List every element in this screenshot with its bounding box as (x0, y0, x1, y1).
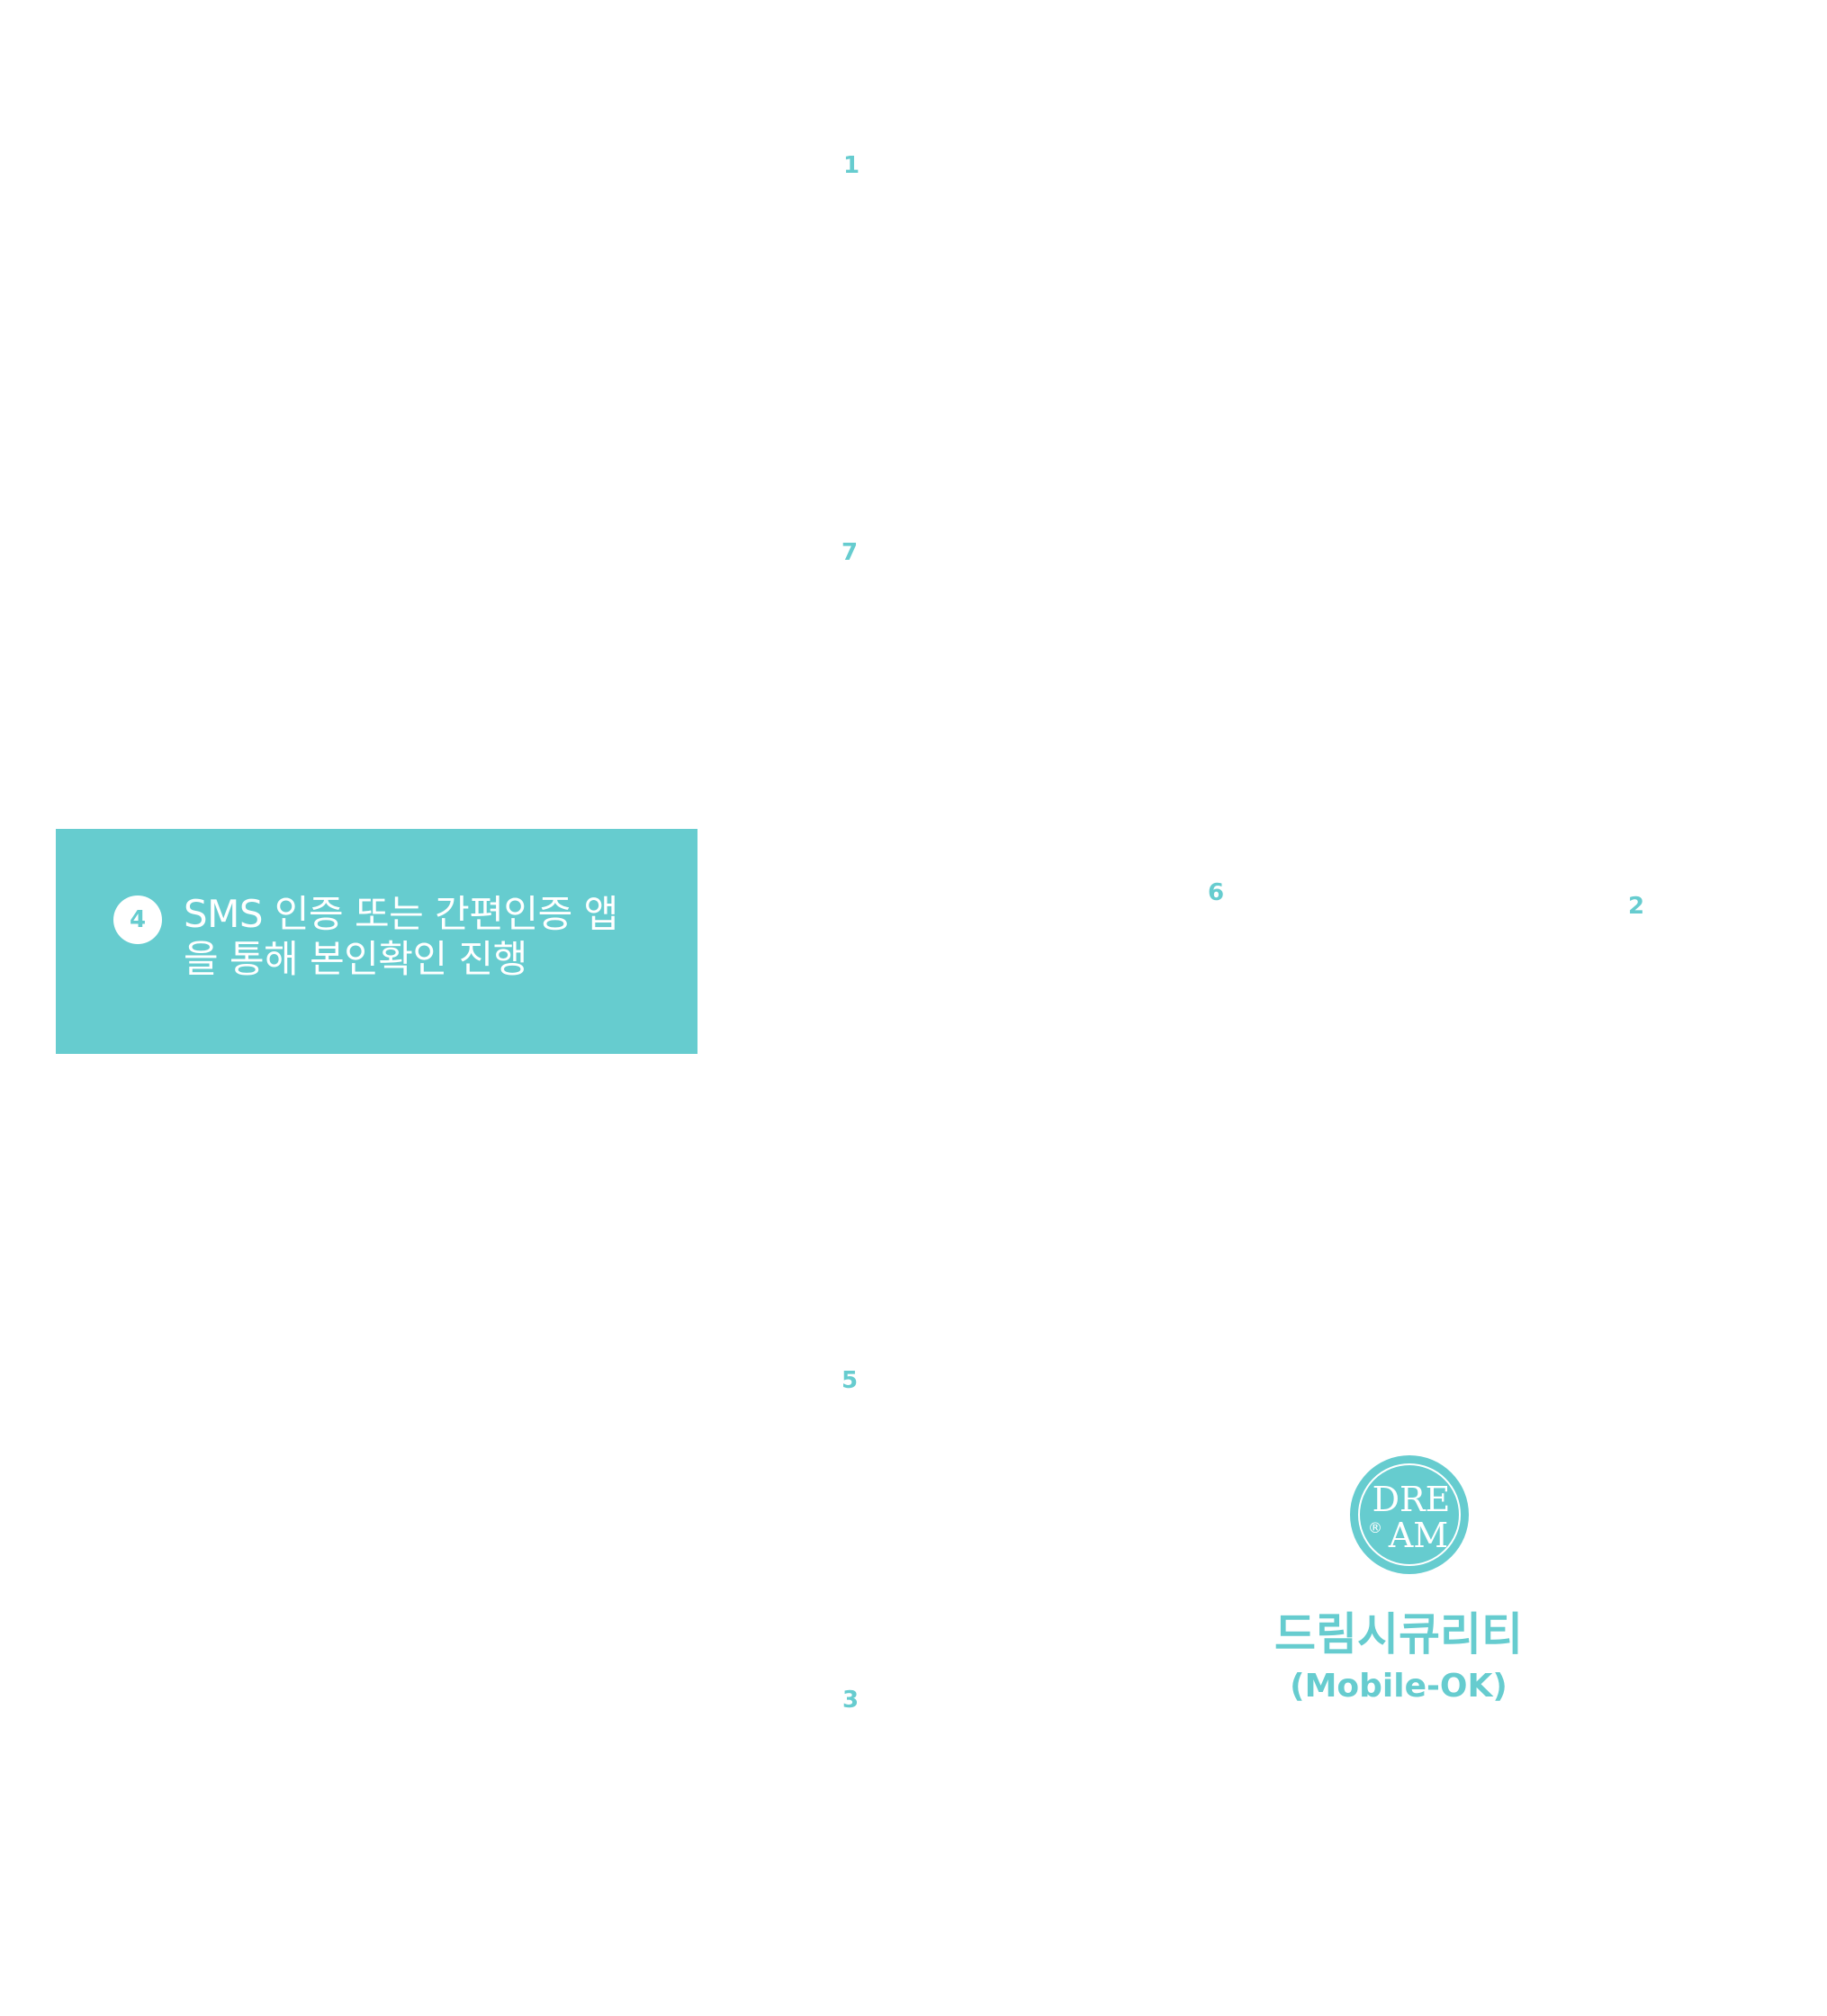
step-4-callout: 4 SMS 인증 또는 간편인증 앱 을 통해 본인확인 진행 (56, 829, 698, 1054)
step-badge-4: 4 (113, 896, 162, 944)
step-number-7: 7 (841, 539, 859, 566)
step-number-5: 5 (841, 1367, 859, 1394)
step-number-1: 1 (842, 152, 860, 179)
logo-registered-mark: ® (1368, 1519, 1382, 1536)
logo-circle (1350, 1455, 1469, 1574)
step-description: SMS 인증 또는 간편인증 앱 을 통해 본인확인 진행 (184, 892, 661, 982)
step-number-3: 3 (842, 1687, 860, 1714)
step-number-2: 2 (1627, 893, 1645, 920)
step-description-line-2: 을 통해 본인확인 진행 (184, 937, 527, 981)
dream-security-logo: DRE AM ® (1350, 1455, 1469, 1574)
logo-ring (1358, 1463, 1461, 1566)
brand-subtitle: (Mobile-OK) (1290, 1668, 1508, 1705)
step-description-line-1: SMS 인증 또는 간편인증 앱 (184, 892, 618, 936)
logo-text-bottom: AM (1388, 1516, 1448, 1555)
logo-text-top: DRE (1372, 1480, 1451, 1519)
brand-name: 드림시큐리티 (1274, 1608, 1523, 1660)
step-number-6: 6 (1207, 879, 1225, 906)
